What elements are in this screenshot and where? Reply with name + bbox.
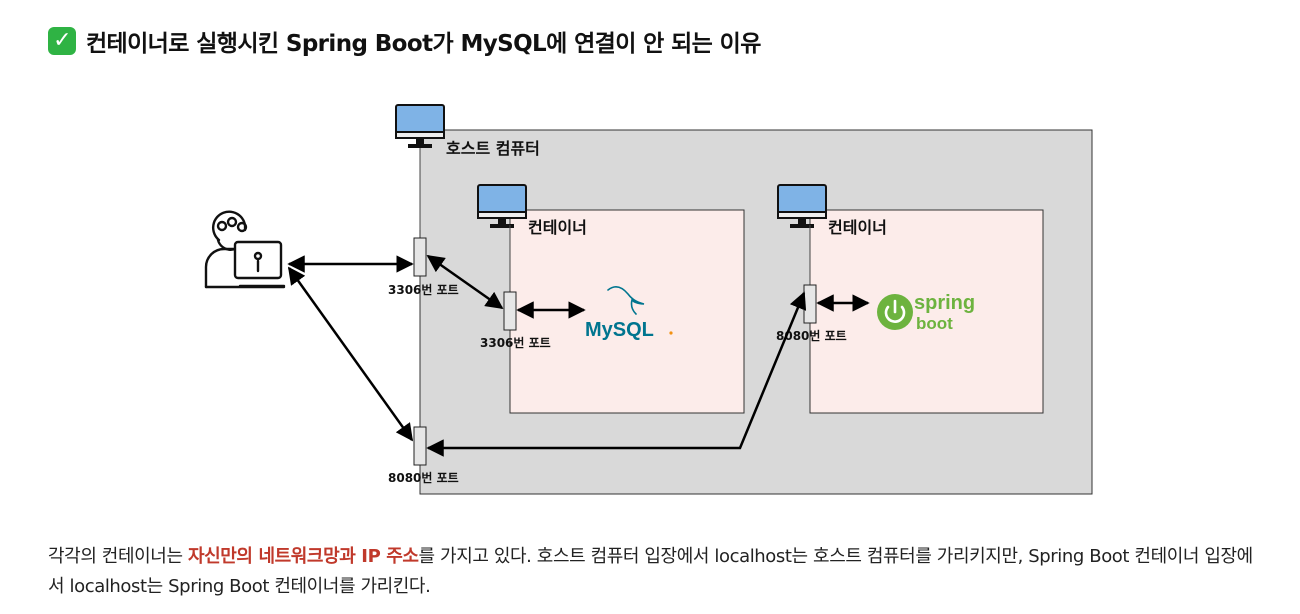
page-heading: ✓ 컨테이너로 실행시킨 Spring Boot가 MySQL에 연결이 안 되… bbox=[48, 24, 761, 58]
page-title: 컨테이너로 실행시킨 Spring Boot가 MySQL에 연결이 안 되는 … bbox=[86, 31, 761, 57]
host-port-3306-label: 3306번 포트 bbox=[388, 282, 459, 297]
description-part1: 각각의 컨테이너는 bbox=[48, 546, 188, 567]
mysql-container-box bbox=[509, 209, 745, 414]
host-label: 호스트 컴퓨터 bbox=[446, 139, 540, 158]
network-diagram: 호스트 컴퓨터 컨테이너 컨테이너 3306번 포트 3306번 포트 8080… bbox=[204, 104, 1093, 495]
spring-container-label: 컨테이너 bbox=[828, 218, 887, 237]
mysql-dolphin-icon bbox=[607, 286, 645, 315]
host-8080-to-spring-port-arrow bbox=[426, 291, 807, 457]
user-to-host-8080-arrow bbox=[287, 266, 414, 442]
mysql-container-port-label: 3306번 포트 bbox=[480, 335, 551, 350]
description-highlight: 자신만의 네트워크망과 IP 주소 bbox=[187, 546, 419, 567]
mysql-container-monitor-icon bbox=[477, 184, 527, 228]
spring-container-port bbox=[803, 284, 817, 324]
host-port-8080-label: 8080번 포트 bbox=[388, 470, 459, 485]
mysql-logo-text: MySQL bbox=[585, 319, 654, 341]
host-monitor-icon bbox=[395, 104, 445, 148]
description-paragraph: 각각의 컨테이너는 자신만의 네트워크망과 IP 주소를 가지고 있다. 호스트… bbox=[48, 542, 1268, 602]
spring-logo-text: spring bbox=[914, 292, 975, 314]
spring-boot-logo: spring boot bbox=[877, 292, 975, 333]
power-icon bbox=[884, 299, 906, 323]
mysql-container-port bbox=[503, 291, 517, 331]
mysql-logo: MySQL bbox=[585, 286, 673, 341]
user-at-computer-icon bbox=[204, 210, 286, 289]
description-part2: 를 가지고 있다. 호스트 컴퓨터 입장에서 localhost는 호스트 컴퓨… bbox=[48, 546, 1253, 597]
mysql-container-label: 컨테이너 bbox=[528, 218, 587, 237]
host-port-3306 bbox=[413, 237, 427, 277]
spring-container-monitor-icon bbox=[777, 184, 827, 228]
host-port-8080 bbox=[413, 426, 427, 466]
check-mark-icon: ✓ bbox=[48, 27, 76, 55]
boot-logo-text: boot bbox=[916, 314, 953, 333]
